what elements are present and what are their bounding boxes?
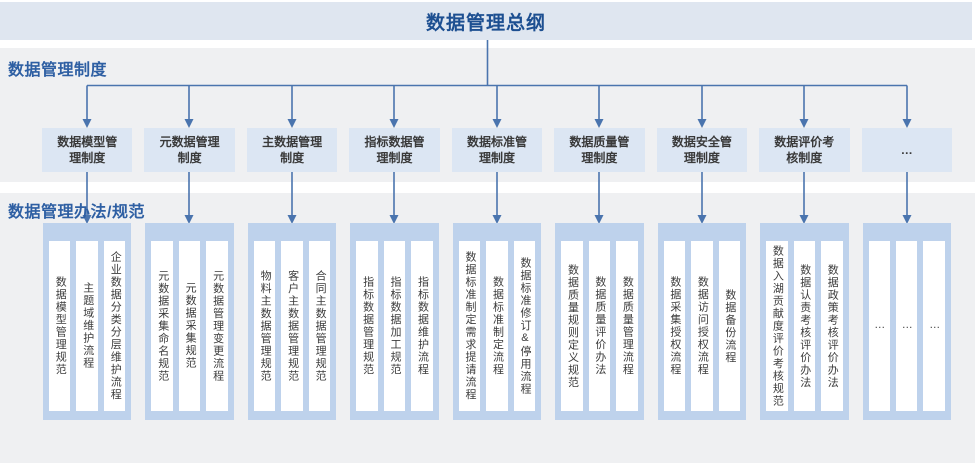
system-box: 数据质量管 理制度 [554, 128, 645, 172]
measure-item: 数据模型管理规范 [49, 241, 71, 411]
measure-item: 数据政策考核评价办法 [821, 241, 843, 411]
measure-item: 元数据采集规范 [178, 241, 201, 411]
measure-item: 指标数据管理规范 [356, 241, 378, 411]
system-box: … [861, 128, 952, 172]
system-box: 指标数据管 理制度 [349, 128, 440, 172]
measure-item: … [895, 241, 918, 411]
measure-item: 数据入湖贡献度评价考核规范 [766, 241, 788, 411]
measure-item: 客户主数据管理规范 [281, 241, 303, 411]
page-title: 数据管理总纲 [425, 12, 546, 34]
measure-item: 合同主数据管理规范 [308, 241, 331, 411]
measure-item: 物料主数据管理规范 [253, 241, 276, 411]
system-box: 数据标准管 理制度 [451, 128, 543, 172]
measure-item: 数据标准修订&停用流程 [513, 241, 536, 411]
measure-item: … [923, 241, 945, 411]
measures-section-label: 数据管理办法/规范 [8, 204, 145, 221]
title-band: 数据管理总纲 [0, 2, 972, 40]
columns: 数据模型管 理制度 数据模型管理规范主题域维护流程企业数据分类分层维护流程 元数… [42, 0, 952, 463]
diagram-column: … ……… [861, 0, 952, 463]
diagram-column: 数据模型管 理制度 数据模型管理规范主题域维护流程企业数据分类分层维护流程 [42, 0, 133, 463]
measure-item: 指标数据加工规范 [383, 241, 406, 411]
measure-item: 企业数据分类分层维护流程 [103, 241, 126, 411]
measures-group: 数据模型管理规范主题域维护流程企业数据分类分层维护流程 [43, 223, 132, 420]
measure-item: 数据质量规则定义规范 [561, 241, 583, 411]
measures-group: ……… [862, 223, 951, 420]
measures-group: 数据质量规则定义规范数据质量评价办法数据质量管理流程 [555, 223, 644, 420]
measures-group: 物料主数据管理规范客户主数据管理规范合同主数据管理规范 [247, 223, 337, 420]
measure-item: 数据采集授权流程 [663, 241, 686, 411]
measure-item: 数据质量管理流程 [616, 241, 638, 411]
measure-item: 数据访问授权流程 [691, 241, 713, 411]
systems-section-label: 数据管理制度 [8, 62, 108, 79]
diagram-column: 数据评价考 核制度 数据入湖贡献度评价考核规范数据认责考核评价办法数据政策考核评… [759, 0, 850, 463]
measures-group: 元数据采集命名规范元数据采集规范元数据管理变更流程 [145, 223, 234, 420]
diagram-column: 数据安全管 理制度 数据采集授权流程数据访问授权流程数据备份流程 [656, 0, 748, 463]
measures-group: 数据标准制定需求提请流程数据标准制定流程数据标准修订&停用流程 [452, 223, 542, 420]
system-box: 主数据管理 制度 [246, 128, 338, 172]
measure-item: 数据质量评价办法 [588, 241, 611, 411]
measures-group: 指标数据管理规范指标数据加工规范指标数据维护流程 [350, 223, 439, 420]
measure-item: 主题域维护流程 [76, 241, 98, 411]
diagram-column: 数据质量管 理制度 数据质量规则定义规范数据质量评价办法数据质量管理流程 [554, 0, 645, 463]
measure-item: 数据备份流程 [718, 241, 741, 411]
system-box: 元数据管理 制度 [144, 128, 235, 172]
diagram-column: 指标数据管 理制度 指标数据管理规范指标数据加工规范指标数据维护流程 [349, 0, 440, 463]
diagram-column: 元数据管理 制度 元数据采集命名规范元数据采集规范元数据管理变更流程 [144, 0, 235, 463]
measure-item: 元数据采集命名规范 [151, 241, 173, 411]
measure-item: 元数据管理变更流程 [206, 241, 228, 411]
system-box: 数据安全管 理制度 [656, 128, 748, 172]
diagram-column: 主数据管理 制度 物料主数据管理规范客户主数据管理规范合同主数据管理规范 [246, 0, 338, 463]
diagram-column: 数据标准管 理制度 数据标准制定需求提请流程数据标准制定流程数据标准修订&停用流… [451, 0, 543, 463]
measure-item: 数据认责考核评价办法 [793, 241, 816, 411]
measure-item: 数据标准制定需求提请流程 [458, 241, 481, 411]
system-box: 数据评价考 核制度 [759, 128, 850, 172]
measure-item: 指标数据维护流程 [411, 241, 433, 411]
measure-item: … [868, 241, 890, 411]
measure-item: 数据标准制定流程 [486, 241, 508, 411]
measures-group: 数据入湖贡献度评价考核规范数据认责考核评价办法数据政策考核评价办法 [760, 223, 849, 420]
system-box: 数据模型管 理制度 [42, 128, 133, 172]
measures-group: 数据采集授权流程数据访问授权流程数据备份流程 [657, 223, 747, 420]
